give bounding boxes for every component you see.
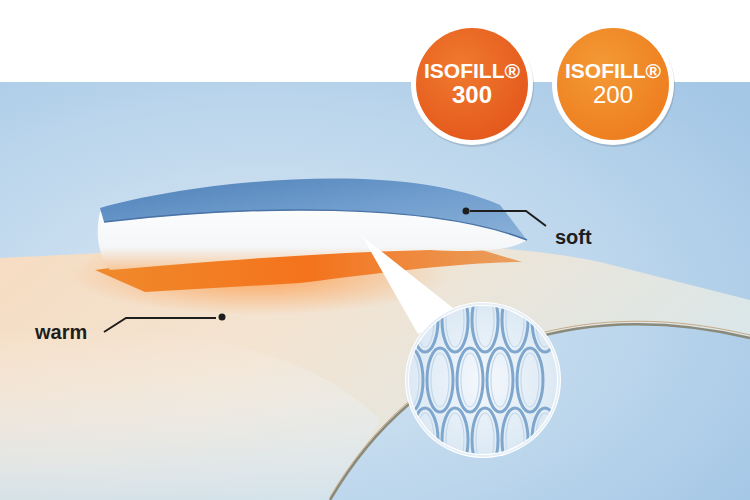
brand-name: ISOFILL® <box>565 59 661 82</box>
badge-text-box: ISOFILL®200 <box>551 22 675 146</box>
brand-name: ISOFILL® <box>424 59 520 82</box>
property-label: warm <box>35 321 87 344</box>
badge-circle: ISOFILL®200 <box>551 22 675 146</box>
badge-circle: ISOFILL®300 <box>410 22 534 146</box>
badge-text-box: ISOFILL®300 <box>410 22 534 146</box>
weight-number: 300 <box>452 82 492 108</box>
weight-number: 200 <box>593 82 633 108</box>
property-label: soft <box>555 226 592 249</box>
